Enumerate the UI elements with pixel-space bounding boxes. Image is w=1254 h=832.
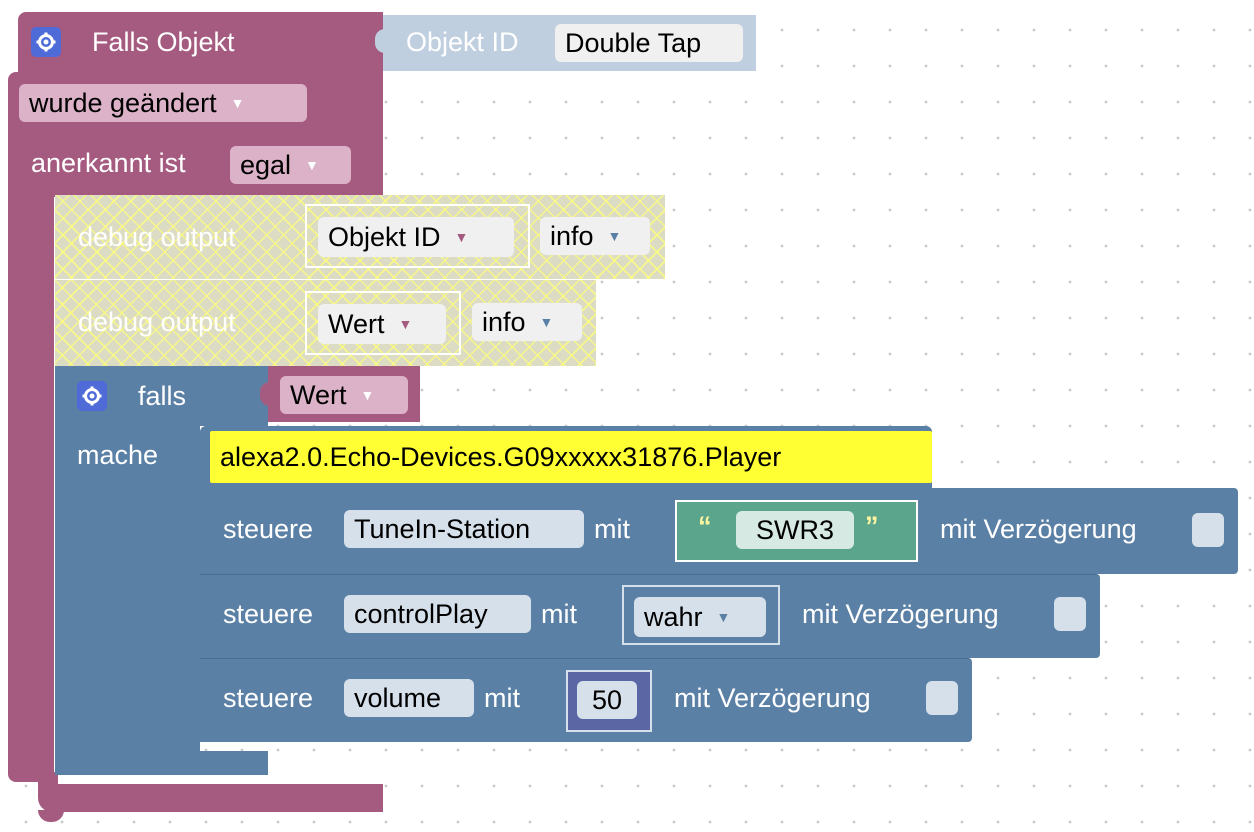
control-verb-1: steuere (223, 514, 314, 544)
do-label: mache (77, 440, 159, 470)
gear-icon[interactable] (31, 27, 61, 57)
chevron-down-icon: ▼ (607, 228, 622, 244)
control-verb-2: steuere (223, 599, 314, 629)
delay-checkbox-2[interactable] (1054, 597, 1086, 631)
ack-label: anerkannt ist (31, 148, 186, 178)
condition-dropdown[interactable]: wurde geändert ▼ (19, 84, 307, 122)
debug-value-dropdown-2[interactable]: Wert ▼ (318, 304, 446, 344)
control-target-1[interactable]: TuneIn-Station (344, 510, 584, 548)
debug-value-1: Objekt ID (328, 221, 441, 252)
bool-block-slot (622, 585, 780, 645)
if-label: falls (138, 381, 187, 411)
if-block[interactable] (55, 366, 268, 776)
debug-value-2: Wert (328, 308, 385, 339)
control-target-value-2: controlPlay (354, 598, 488, 629)
delay-label-1: mit Verzögerung (940, 514, 1137, 544)
ack-dropdown[interactable]: egal ▼ (230, 146, 351, 184)
trigger-title: Falls Objekt (92, 27, 235, 57)
delay-label-3: mit Verzögerung (674, 683, 871, 713)
chevron-down-icon: ▼ (398, 316, 413, 332)
chevron-down-icon: ▼ (716, 609, 731, 625)
device-path: alexa2.0.Echo-Devices.G09xxxxx31876.Play… (220, 441, 782, 472)
bool-value-dropdown[interactable]: wahr ▼ (634, 597, 766, 637)
text-value-field[interactable]: SWR3 (736, 511, 854, 549)
quote-close-icon: ” (865, 511, 879, 541)
condition-value: wurde geändert (29, 87, 217, 118)
if-condition-value: Wert (290, 379, 347, 410)
control-with-2: mit (541, 599, 577, 629)
object-id-value: Double Tap (565, 27, 702, 58)
debug-label-2: debug output (78, 307, 236, 337)
chevron-down-icon: ▼ (360, 387, 375, 403)
control-target-3[interactable]: volume (344, 679, 474, 717)
delay-label-2: mit Verzögerung (802, 599, 999, 629)
chevron-down-icon: ▼ (539, 314, 554, 330)
debug-label-1: debug output (78, 222, 236, 252)
debug-value-slot-1 (305, 204, 530, 268)
quote-open-icon: “ (698, 511, 712, 541)
debug-value-dropdown-1[interactable]: Objekt ID ▼ (318, 217, 514, 257)
control-target-value-3: volume (354, 682, 442, 713)
object-id-label: Objekt ID (406, 27, 519, 57)
debug-level-dropdown-2[interactable]: info ▼ (472, 303, 582, 341)
debug-level-2: info (482, 306, 526, 337)
delay-checkbox-3[interactable] (926, 681, 958, 715)
control-with-1: mit (594, 514, 630, 544)
number-value: 50 (591, 684, 623, 715)
chevron-down-icon: ▼ (454, 229, 469, 245)
bool-value: wahr (644, 601, 703, 632)
control-target-2[interactable]: controlPlay (344, 595, 531, 633)
text-value: SWR3 (755, 514, 834, 545)
ack-value: egal (240, 149, 292, 180)
if-condition-dropdown[interactable]: Wert ▼ (280, 376, 408, 414)
debug-level-dropdown-1[interactable]: info ▼ (540, 217, 650, 255)
gear-icon[interactable] (77, 381, 107, 411)
control-verb-3: steuere (223, 683, 314, 713)
object-id-field[interactable]: Double Tap (555, 24, 743, 62)
device-path-field[interactable]: alexa2.0.Echo-Devices.G09xxxxx31876.Play… (210, 431, 932, 483)
control-with-3: mit (484, 683, 520, 713)
chevron-down-icon: ▼ (305, 157, 319, 173)
chevron-down-icon: ▼ (230, 95, 245, 111)
delay-checkbox-1[interactable] (1192, 513, 1224, 547)
debug-level-1: info (550, 220, 594, 251)
number-value-field[interactable]: 50 (577, 681, 637, 719)
debug-value-slot-2 (305, 291, 461, 355)
control-target-value-1: TuneIn-Station (354, 513, 531, 544)
